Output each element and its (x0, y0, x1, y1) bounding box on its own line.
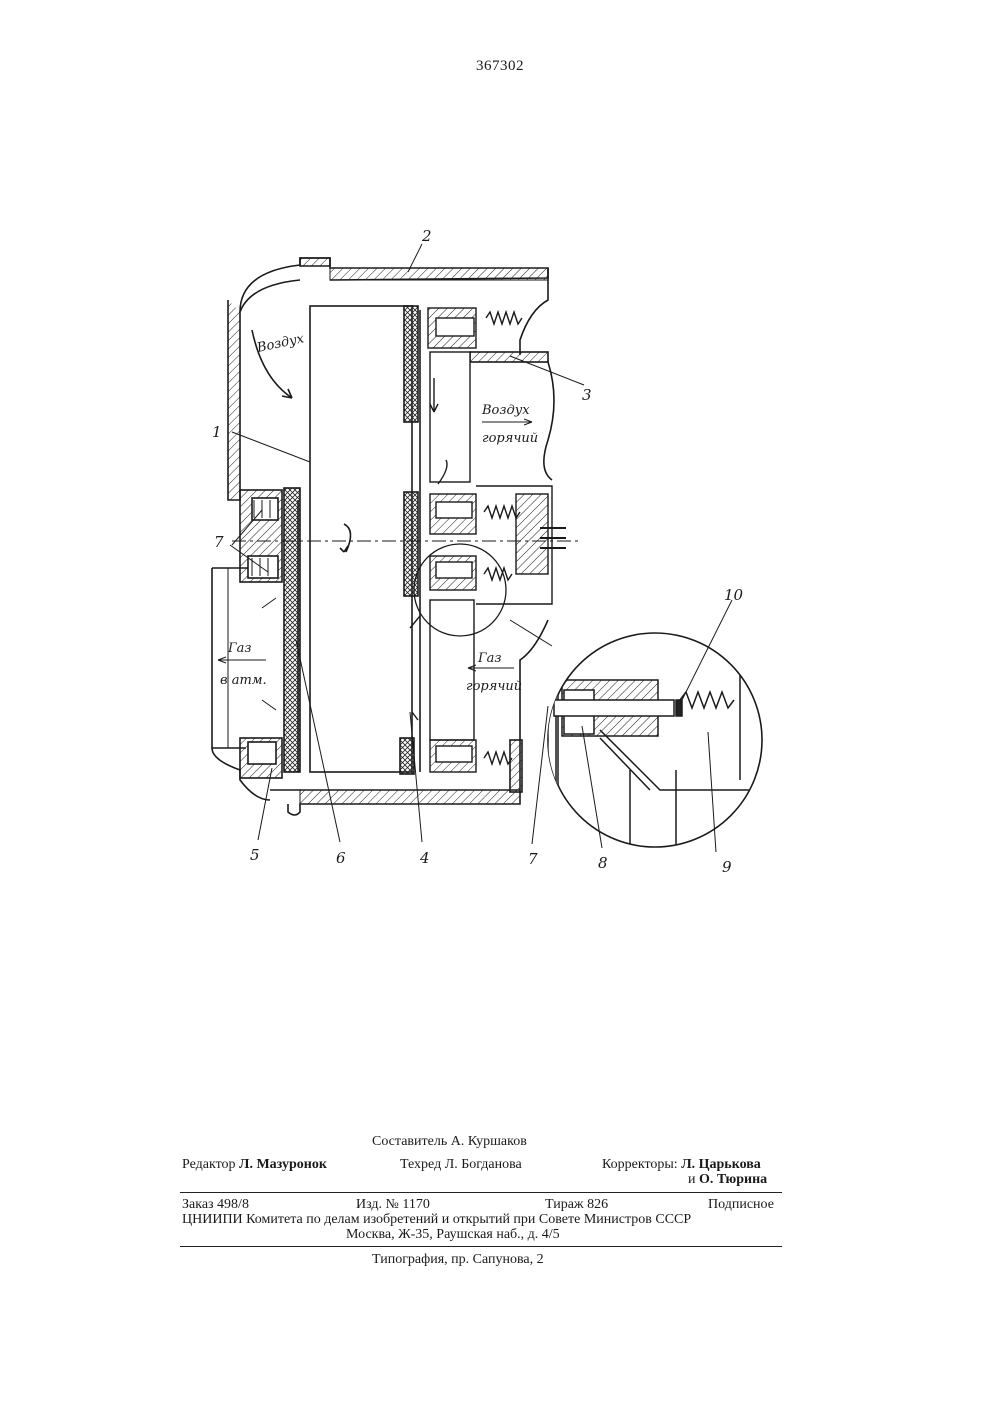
callout-10: 10 (724, 586, 744, 604)
tech-editor-line: Техред Л. Богданова (400, 1157, 522, 1173)
label-hot-air-1: Воздух (481, 403, 530, 418)
bottom-rule (180, 1246, 782, 1247)
seal-assemblies (410, 308, 566, 772)
correctors-line: Корректоры: Л. Царькова (602, 1157, 761, 1173)
top-rule (180, 1192, 782, 1193)
callout-8: 8 (598, 854, 608, 872)
label-gas-atm-1: Газ (227, 641, 251, 656)
tech-editor-name: Л. Богданова (445, 1157, 522, 1172)
callout-6: 6 (336, 849, 346, 867)
callout-7-detail: 7 (528, 850, 538, 868)
callout-7-main: 7 (214, 533, 224, 551)
tech-editor-label: Техред (400, 1157, 441, 1172)
callout-1: 1 (212, 423, 222, 441)
edition-number: Изд. № 1170 (356, 1197, 430, 1213)
corrector-2-line: и О. Тюрина (688, 1172, 767, 1188)
corrector-2-prefix: и (688, 1172, 696, 1187)
callout-3: 3 (582, 386, 592, 404)
label-hot-gas-2: горячий (466, 679, 522, 694)
compiler-line: Составитель А. Куршаков (372, 1134, 527, 1150)
circulation: Тираж 826 (545, 1197, 608, 1213)
subscription: Подписное (708, 1197, 774, 1213)
leader-lines (230, 244, 732, 852)
order-number: Заказ 498/8 (182, 1197, 249, 1213)
editor-line: Редактор Л. Мазуронок (182, 1157, 327, 1173)
institute-line: ЦНИИПИ Комитета по делам изобретений и о… (182, 1212, 782, 1228)
editor-name: Л. Мазуронок (239, 1157, 327, 1172)
label-air-in: Воздух (255, 331, 306, 356)
corrector-1: Л. Царькова (681, 1157, 761, 1172)
callout-5: 5 (250, 846, 260, 864)
callout-4: 4 (419, 849, 430, 867)
corrector-2: О. Тюрина (699, 1172, 767, 1187)
label-hot-air-2: горячий (482, 431, 538, 446)
callout-9: 9 (722, 858, 732, 876)
label-hot-gas-1: Газ (477, 651, 501, 666)
callout-2: 2 (421, 227, 432, 245)
printer-line: Типография, пр. Сапунова, 2 (372, 1252, 544, 1268)
editor-label: Редактор (182, 1157, 236, 1172)
address-line: Москва, Ж-35, Раушская наб., д. 4/5 (346, 1227, 560, 1243)
technical-drawing: 1 2 3 4 5 6 7 7 8 9 10 Воздух Воздух гор… (0, 0, 1000, 900)
label-gas-atm-2: в атм. (220, 673, 267, 688)
correctors-label: Корректоры: (602, 1157, 678, 1172)
